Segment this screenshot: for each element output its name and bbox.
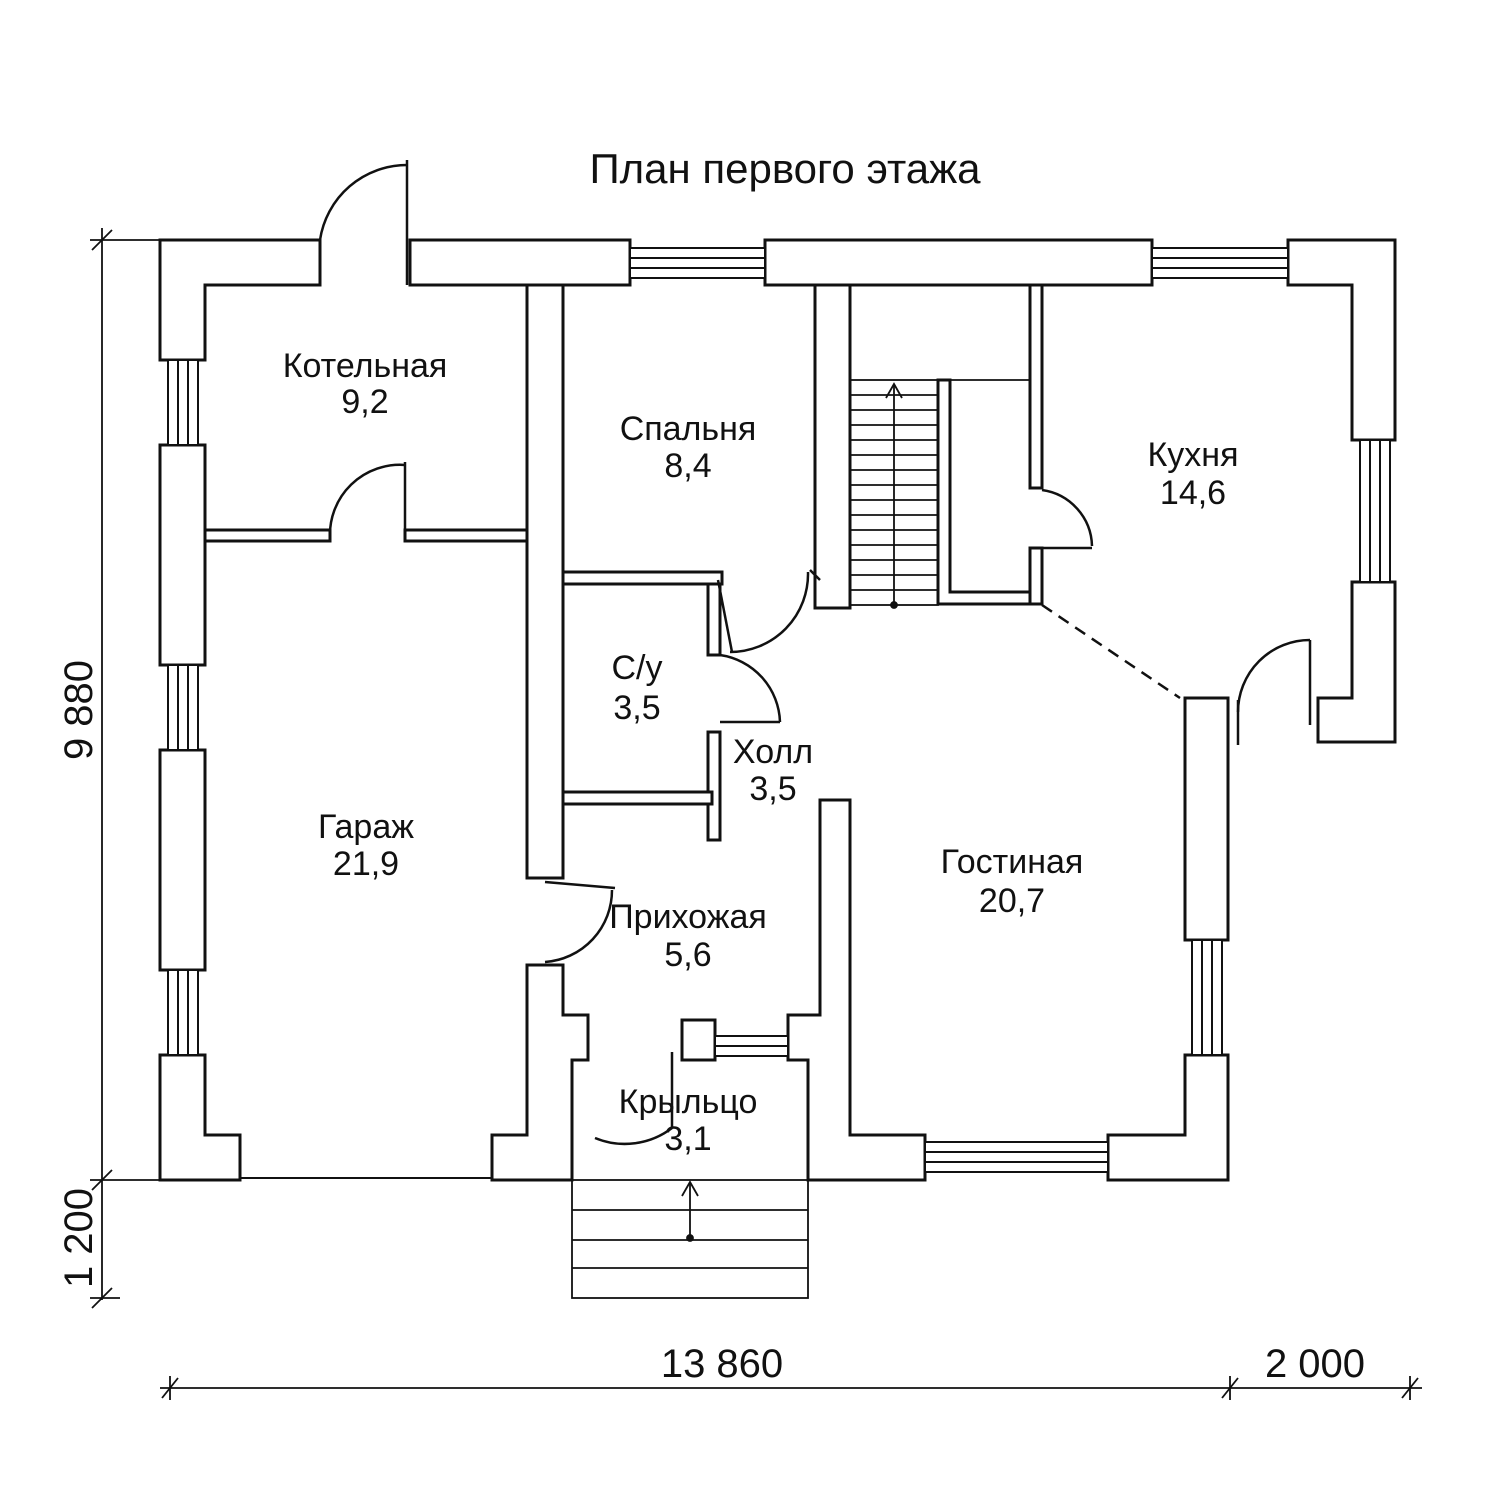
room-name-boiler: Котельная	[283, 347, 448, 385]
room-area-kitchen: 14,6	[1160, 474, 1226, 512]
wall-living-left	[786, 798, 927, 1182]
doors	[318, 160, 1312, 1146]
room-area-living: 20,7	[979, 882, 1045, 920]
window-left-1	[167, 359, 199, 446]
staircase	[849, 379, 1030, 609]
dimension-lines	[90, 228, 1422, 1400]
door-kitchen-living	[1236, 638, 1312, 745]
room-area-bedroom: 8,4	[664, 447, 711, 485]
dimension-labels: 9 880 1 200 13 860 2 000	[57, 660, 1365, 1386]
wall-bath-side-lower	[706, 730, 722, 842]
wall-left-2	[158, 748, 207, 972]
room-name-hall: Холл	[733, 733, 813, 771]
room-area-garage: 21,9	[333, 845, 399, 883]
window-right-living	[1191, 939, 1223, 1056]
walls	[158, 238, 1397, 1182]
wall-top-left	[158, 238, 322, 362]
wall-bath-top	[561, 570, 724, 586]
room-area-boiler: 9,2	[341, 383, 388, 421]
wall-boiler-divider-right	[403, 528, 529, 543]
dim-height-porch: 1 200	[57, 1188, 101, 1288]
window-left-3	[167, 969, 199, 1056]
wall-bottom-right	[1106, 1053, 1230, 1182]
door-garage-hall	[544, 880, 616, 964]
wall-left-bottom	[158, 1053, 242, 1182]
room-area-bathroom: 3,5	[613, 689, 660, 727]
room-name-kitchen: Кухня	[1148, 436, 1239, 474]
wall-bottom-left	[490, 963, 590, 1182]
wall-left-1	[158, 443, 207, 667]
wall-top-middle	[763, 238, 1154, 287]
door-boiler-garage	[328, 462, 407, 539]
door-kitchen-stair	[1030, 488, 1094, 550]
wall-right-living	[1183, 696, 1230, 942]
window-left-2	[167, 664, 199, 751]
room-area-hallway: 5,6	[664, 936, 711, 974]
plan-title: План первого этажа	[589, 145, 981, 192]
wall-right-lower	[1316, 580, 1397, 744]
dim-width-main: 13 860	[661, 1342, 783, 1386]
room-area-hall: 3,5	[749, 770, 796, 808]
door-bedroom	[716, 569, 821, 654]
window-bottom-living	[924, 1141, 1109, 1173]
door-porch	[594, 1052, 674, 1146]
wall-kitchen-lower	[1028, 546, 1044, 606]
room-name-garage: Гараж	[318, 808, 414, 846]
kitchen-opening-dashed	[1041, 603, 1181, 700]
door-entrance-boiler	[318, 160, 409, 285]
room-name-porch: Крыльцо	[619, 1083, 758, 1121]
window-right-kitchen	[1359, 439, 1391, 583]
wall-top-right	[1286, 238, 1397, 442]
wall-top-middle-left	[408, 238, 632, 287]
wall-bath-bottom	[561, 790, 714, 806]
porch-steps	[571, 1179, 809, 1299]
room-area-porch: 3,1	[664, 1120, 711, 1158]
dim-width-extra: 2 000	[1265, 1342, 1365, 1386]
dim-height-main: 9 880	[57, 660, 101, 760]
room-labels: Котельная 9,2 Спальня 8,4 Кухня 14,6 С/у…	[283, 347, 1239, 1158]
wall-boiler-divider-left	[203, 528, 332, 543]
wall-stair-inner	[936, 378, 1032, 606]
room-name-hallway: Прихожая	[609, 898, 767, 936]
wall-bath-side	[706, 582, 722, 657]
wall-porch-pillar	[680, 1018, 717, 1062]
room-name-living: Гостиная	[941, 843, 1084, 881]
door-bathroom	[719, 653, 782, 724]
window-top-1	[629, 247, 766, 279]
wall-interior-vertical-1	[525, 283, 565, 880]
windows	[167, 247, 1391, 1173]
wall-interior-stair	[813, 283, 852, 610]
wall-kitchen-partition	[1028, 283, 1044, 490]
room-name-bathroom: С/у	[612, 649, 663, 687]
room-name-bedroom: Спальня	[620, 410, 757, 448]
window-top-2	[1151, 247, 1289, 279]
window-porch	[714, 1035, 789, 1057]
